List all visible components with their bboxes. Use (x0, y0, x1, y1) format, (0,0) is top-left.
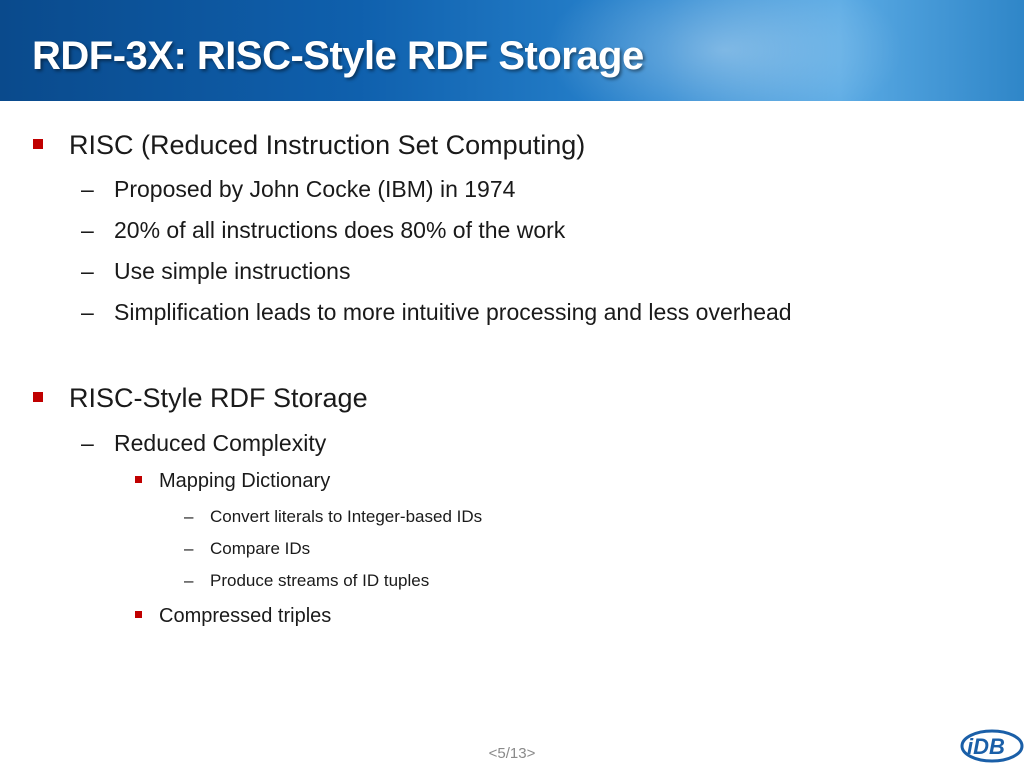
title-bar (0, 0, 1024, 101)
bullet-level2: Proposed by John Cocke (IBM) in 1974 (114, 176, 516, 202)
bullet-level4: Convert literals to Integer-based IDs (210, 507, 483, 526)
dash-icon: – (184, 539, 194, 558)
bullet-level3: Mapping Dictionary (159, 470, 331, 492)
bullet-level2: Reduced Complexity (114, 430, 327, 456)
bullet-level2: Simplification leads to more intuitive p… (114, 299, 792, 325)
bullet-square-icon (33, 139, 43, 149)
dash-icon: – (81, 176, 94, 202)
logo-text: iDB (967, 734, 1005, 759)
dash-icon: – (81, 217, 94, 243)
slide-title: RDF-3X: RISC-Style RDF Storage (32, 34, 644, 78)
bullet-level4: Produce streams of ID tuples (210, 571, 430, 590)
bullet-level2: Use simple instructions (114, 258, 351, 284)
bullet-level1: RISC (Reduced Instruction Set Computing) (69, 130, 586, 160)
dash-icon: – (81, 430, 94, 456)
idb-logo-icon: iDB (960, 729, 1024, 763)
bullet-level4: Compare IDs (210, 539, 311, 558)
bullet-level1: RISC-Style RDF Storage (69, 383, 368, 413)
bullet-level2: 20% of all instructions does 80% of the … (114, 217, 566, 243)
bullet-level3: Compressed triples (159, 605, 332, 627)
dash-icon: – (81, 258, 94, 284)
dash-icon: – (81, 299, 94, 325)
dash-icon: – (184, 571, 194, 590)
bullet-square-icon (135, 476, 142, 483)
bullet-square-icon (135, 611, 142, 618)
page-number: <5/13> (488, 745, 536, 762)
dash-icon: – (184, 507, 194, 526)
bullet-square-icon (33, 392, 43, 402)
